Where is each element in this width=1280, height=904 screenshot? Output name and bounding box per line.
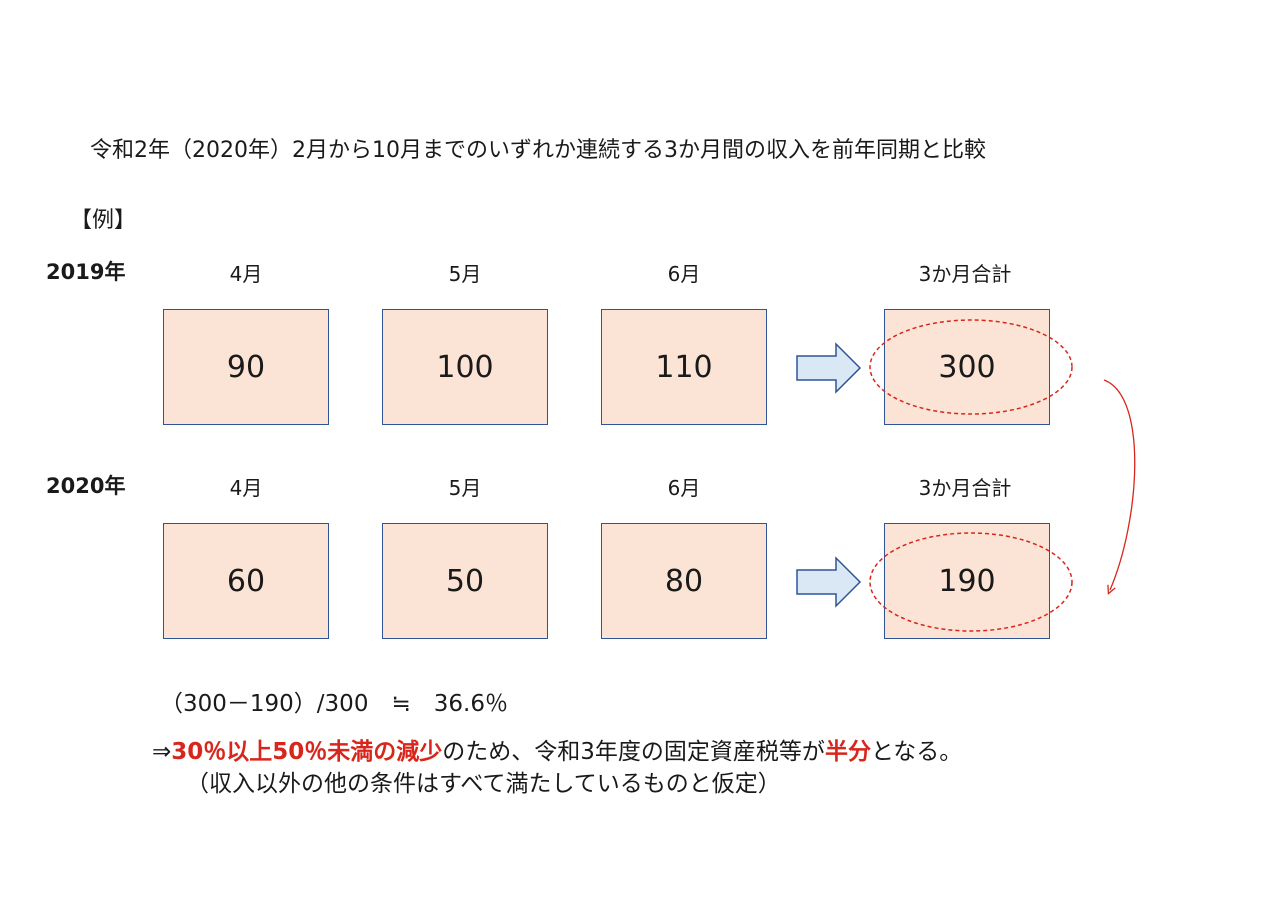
assumption-note: （収入以外の他の条件はすべて満たしているものと仮定） [186, 771, 781, 797]
month-label: 5月 [448, 476, 482, 500]
conclusion-middle: のため、令和3年度の固定資産税等が [442, 739, 825, 765]
value-box-2019-apr: 90 [163, 309, 329, 425]
month-label: 6月 [667, 476, 701, 500]
value-box-2019-jun: 110 [601, 309, 767, 425]
total-label: 3か月合計 [918, 262, 1012, 286]
reduction-range-highlight: 30％以上50％未満の減少 [171, 739, 443, 765]
arrow-prefix: ⇒ [152, 739, 172, 765]
value-box-2020-apr: 60 [163, 523, 329, 639]
value-box-2020-jun: 80 [601, 523, 767, 639]
page-heading: 令和2年（2020年）2月から10月までのいずれか連続する3か月間の収入を前年同… [90, 138, 986, 163]
total-label: 3か月合計 [918, 476, 1012, 500]
total-box-2019: 300 [884, 309, 1050, 425]
month-label: 4月 [229, 262, 263, 286]
comparison-connector-arrow [1103, 379, 1136, 590]
conclusion-text: ⇒30％以上50％未満の減少のため、令和3年度の固定資産税等が半分となる。 [152, 732, 962, 766]
year-label-2020: 2020年 [46, 474, 126, 498]
reduction-formula: （300－190）/300 ≒ 36.6％ [160, 691, 508, 717]
right-arrow-icon [796, 556, 862, 608]
month-label: 6月 [667, 262, 701, 286]
value-box-2019-may: 100 [382, 309, 548, 425]
month-label: 5月 [448, 262, 482, 286]
example-label: 【例】 [70, 208, 137, 233]
month-label: 4月 [229, 476, 263, 500]
total-box-2020: 190 [884, 523, 1050, 639]
value-box-2020-may: 50 [382, 523, 548, 639]
conclusion-suffix: となる。 [870, 739, 963, 765]
right-arrow-icon [796, 342, 862, 394]
year-label-2019: 2019年 [46, 260, 126, 284]
half-highlight: 半分 [824, 739, 871, 765]
